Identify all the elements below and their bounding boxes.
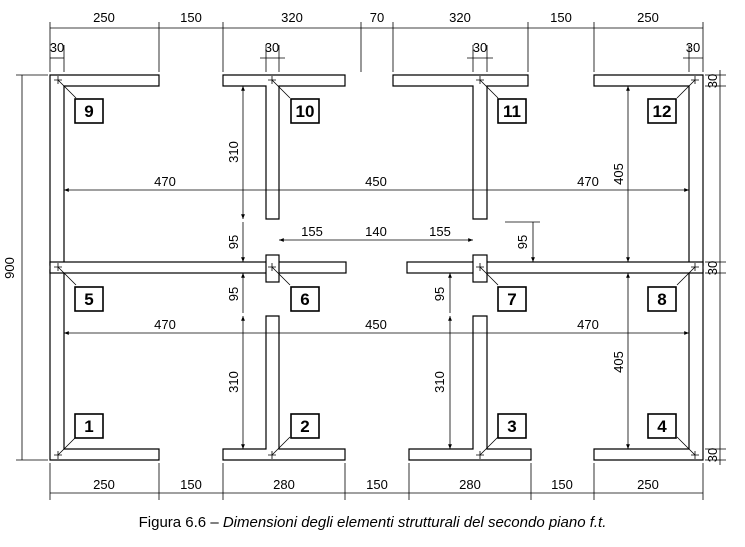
label-box-7 bbox=[497, 286, 527, 312]
label-box-8 bbox=[647, 286, 677, 312]
dim-left-total: 900 bbox=[2, 257, 17, 279]
label-box-5 bbox=[74, 286, 104, 312]
dim-bottom-6: 150 bbox=[551, 477, 573, 492]
label-text-3: 3 bbox=[507, 417, 516, 436]
dim-height-right-2: 405 bbox=[611, 351, 626, 373]
dimension-lines bbox=[16, 22, 726, 500]
dim-center-1: 155 bbox=[301, 224, 323, 239]
element-10-outline bbox=[222, 74, 346, 220]
element-8-beam bbox=[406, 261, 704, 274]
label-text-11: 11 bbox=[503, 102, 521, 121]
element-9-outline bbox=[49, 74, 160, 266]
dim-mid-upper-1: 470 bbox=[154, 174, 176, 189]
dim-bottom-4: 150 bbox=[366, 477, 388, 492]
dim-right-3: 30 bbox=[705, 448, 720, 462]
dim-mid-lower-2: 450 bbox=[365, 317, 387, 332]
dim-bottom-7: 250 bbox=[637, 477, 659, 492]
dim-height-left-4: 310 bbox=[226, 371, 241, 393]
label-text-4: 4 bbox=[657, 417, 667, 436]
element-6-post bbox=[265, 254, 280, 283]
label-text-7: 7 bbox=[507, 290, 516, 309]
figure-caption: Figura 6.6 – Dimensioni degli elementi s… bbox=[0, 514, 745, 531]
label-text-9: 9 bbox=[84, 102, 93, 121]
dim-bottom-5: 280 bbox=[459, 477, 481, 492]
dim-wall-3: 30 bbox=[473, 40, 487, 55]
dim-top-7: 250 bbox=[637, 10, 659, 25]
label-text-10: 10 bbox=[296, 102, 315, 121]
label-box-10 bbox=[290, 98, 320, 124]
dim-wall-2: 30 bbox=[265, 40, 279, 55]
leader-lines bbox=[54, 76, 699, 459]
dim-bottom-2: 150 bbox=[180, 477, 202, 492]
dim-wall-4: 30 bbox=[686, 40, 700, 55]
dim-mid-lower-3: 470 bbox=[577, 317, 599, 332]
label-box-1 bbox=[74, 413, 104, 439]
dim-mid-lower-1: 470 bbox=[154, 317, 176, 332]
element-1-outline bbox=[49, 269, 160, 461]
label-box-3 bbox=[497, 413, 527, 439]
dim-mid-upper-3: 470 bbox=[577, 174, 599, 189]
dim-top-3: 320 bbox=[281, 10, 303, 25]
dim-misc-95: 95 bbox=[515, 235, 530, 249]
dim-height-center-1: 95 bbox=[432, 287, 447, 301]
dim-right-1: 30 bbox=[705, 74, 720, 88]
dim-bottom-1: 250 bbox=[93, 477, 115, 492]
dim-height-left-1: 310 bbox=[226, 141, 241, 163]
dim-top-6: 150 bbox=[550, 10, 572, 25]
dim-height-left-3: 95 bbox=[226, 287, 241, 301]
dim-bottom-3: 280 bbox=[273, 477, 295, 492]
dim-mid-upper-2: 450 bbox=[365, 174, 387, 189]
dim-height-left-2: 95 bbox=[226, 235, 241, 249]
label-box-9 bbox=[74, 98, 104, 124]
label-text-6: 6 bbox=[300, 290, 309, 309]
dim-height-center-2: 310 bbox=[432, 371, 447, 393]
element-2-outline bbox=[222, 315, 346, 461]
structural-elements bbox=[49, 74, 704, 461]
label-box-12 bbox=[647, 98, 677, 124]
element-3-outline bbox=[408, 315, 532, 461]
label-text-12: 12 bbox=[653, 102, 672, 121]
label-box-6 bbox=[290, 286, 320, 312]
label-box-4 bbox=[647, 413, 677, 439]
dimension-texts: 250 150 320 70 320 150 250 30 30 30 30 2… bbox=[2, 10, 720, 492]
label-box-2 bbox=[290, 413, 320, 439]
element-11-outline bbox=[392, 74, 529, 220]
label-text-8: 8 bbox=[657, 290, 666, 309]
dim-top-1: 250 bbox=[93, 10, 115, 25]
dim-height-right-1: 405 bbox=[611, 163, 626, 185]
dim-center-2: 140 bbox=[365, 224, 387, 239]
label-box-11 bbox=[497, 98, 527, 124]
element-5-beam bbox=[49, 261, 347, 274]
dim-top-2: 150 bbox=[180, 10, 202, 25]
label-text-1: 1 bbox=[84, 417, 93, 436]
dim-top-4: 70 bbox=[370, 10, 384, 25]
label-text-2: 2 bbox=[300, 417, 309, 436]
dim-wall-1: 30 bbox=[50, 40, 64, 55]
dim-center-3: 155 bbox=[429, 224, 451, 239]
dim-right-2: 30 bbox=[705, 261, 720, 275]
caption-prefix: Figura 6.6 – bbox=[138, 514, 223, 531]
caption-text: Dimensioni degli elementi strutturali de… bbox=[222, 514, 607, 531]
dim-top-5: 320 bbox=[449, 10, 471, 25]
label-text-5: 5 bbox=[84, 290, 93, 309]
